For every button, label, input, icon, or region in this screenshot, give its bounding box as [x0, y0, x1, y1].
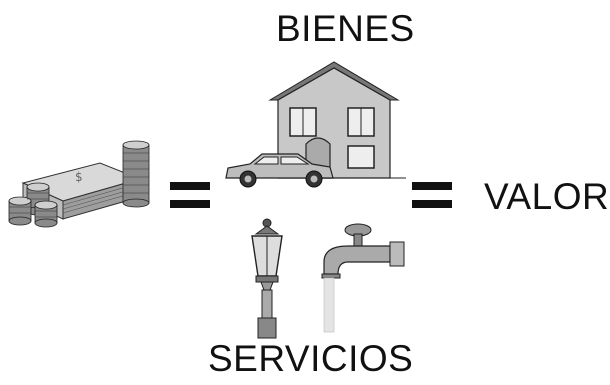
valor-label: VALOR [484, 176, 610, 217]
car-icon [225, 153, 334, 188]
money-icon: $ [8, 140, 150, 228]
street-lamp-icon [251, 218, 283, 339]
equals-sign-right [412, 182, 452, 212]
equals-sign-left [170, 182, 210, 212]
bienes-label: BIENES [276, 8, 415, 49]
servicios-label: SERVICIOS [208, 338, 414, 379]
water-faucet-icon [321, 223, 405, 333]
svg-text:$: $ [75, 170, 83, 184]
